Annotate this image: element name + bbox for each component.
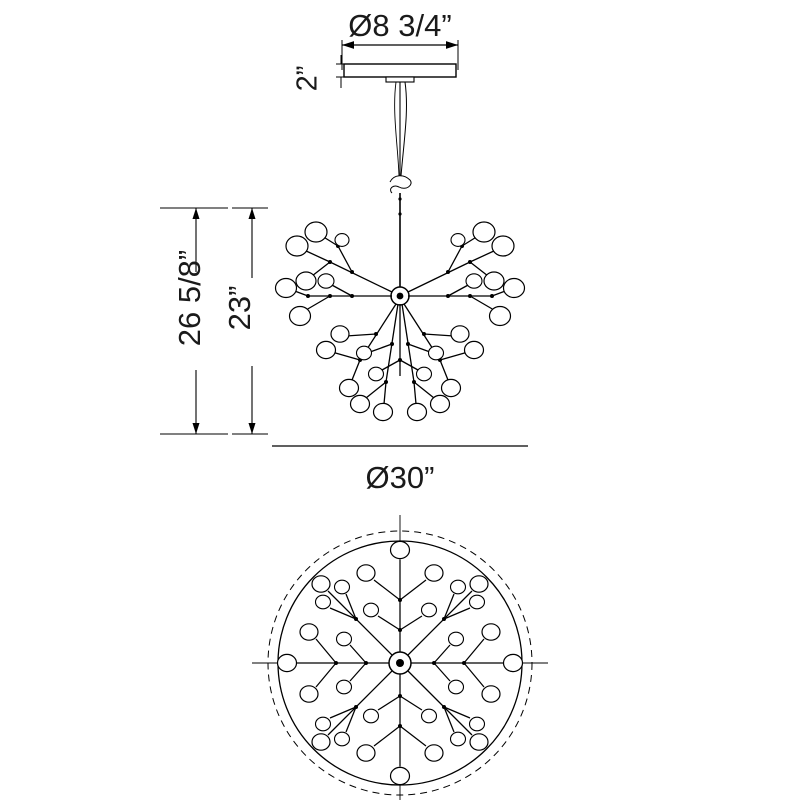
canopy: [343, 63, 457, 83]
overall-height-label: 26 5/8”: [172, 249, 207, 347]
plan-joints: [334, 598, 466, 728]
fixture-height-label: 23”: [222, 285, 257, 331]
suspension-cables: [389, 81, 412, 232]
plan-fixture: [276, 540, 524, 786]
center-hub: [390, 232, 410, 306]
plan-bulbs: [276, 540, 524, 786]
canopy-height-label: 2”: [291, 65, 324, 92]
bulbs: [274, 221, 526, 422]
canopy-diameter-dimension: [341, 40, 459, 70]
plan-center-hub: [388, 651, 412, 675]
plan-view: [252, 515, 548, 800]
fixture-elevation: [274, 221, 526, 422]
overall-diameter-label: Ø30”: [365, 460, 435, 495]
overall-height-dimension: [160, 207, 228, 435]
elevation-view: [160, 40, 528, 447]
fixture-height-dimension: [232, 207, 268, 435]
canopy-diameter-label: Ø8 3/4”: [348, 8, 452, 43]
